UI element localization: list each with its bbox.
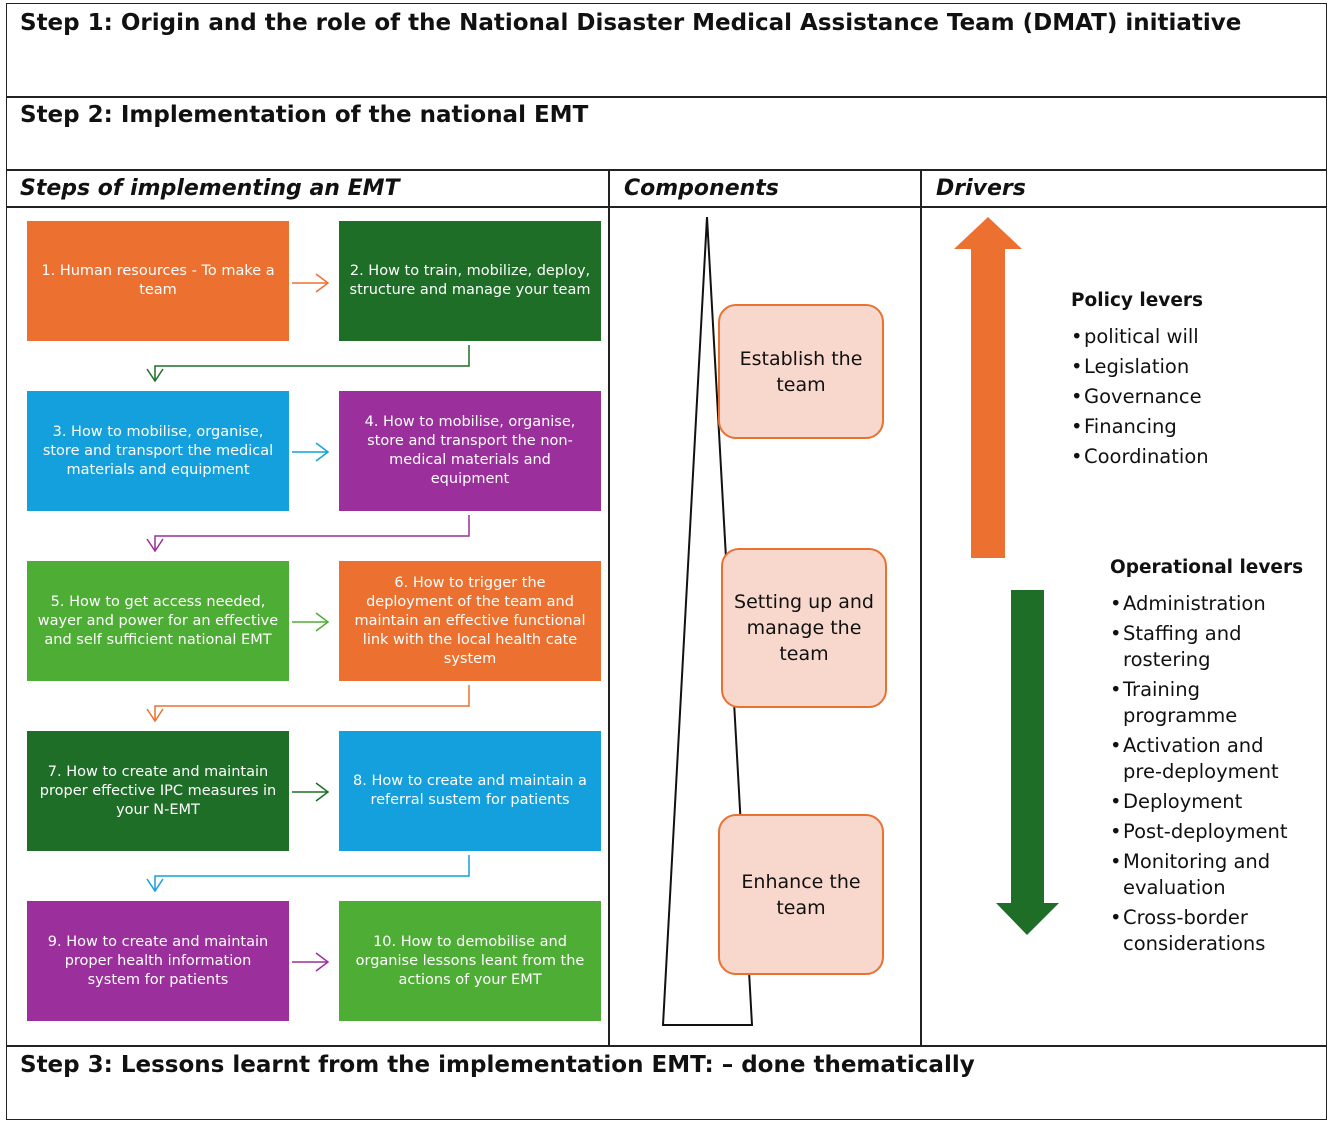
step-box-label: 5. How to get access needed, wayer and p… bbox=[37, 593, 279, 648]
step-box-label: 6. How to trigger the deployment of the … bbox=[354, 574, 586, 667]
policy-levers-title: Policy levers bbox=[1071, 290, 1204, 311]
operational-arrow-down bbox=[996, 590, 1059, 935]
step-box-3: 3. How to mobilise, organise, store and … bbox=[27, 391, 289, 511]
step-box-1: 1. Human resources - To make a team bbox=[27, 221, 289, 341]
divider-column-headers bbox=[6, 206, 1327, 208]
operational-levers-title: Operational levers bbox=[1110, 557, 1304, 578]
policy-arrow-up bbox=[954, 217, 1022, 558]
operational-lever-item: Cross-border considerations bbox=[1110, 905, 1305, 957]
step-box-7: 7. How to create and maintain proper eff… bbox=[27, 731, 289, 851]
divider-step3 bbox=[6, 1045, 1327, 1047]
column-header-components: Components bbox=[624, 176, 779, 201]
component-establish: Establish the team bbox=[718, 304, 884, 439]
step-box-label: 4. How to mobilise, organise, store and … bbox=[364, 414, 576, 487]
operational-levers-list: Administration Staffing and rostering Tr… bbox=[1110, 591, 1305, 961]
operational-lever-item: Staffing and rostering bbox=[1110, 621, 1305, 673]
step3-title: Step 3: Lessons learnt from the implemen… bbox=[20, 1052, 975, 1078]
step-box-5: 5. How to get access needed, wayer and p… bbox=[27, 561, 289, 681]
component-setup-manage: Setting up and manage the team bbox=[721, 548, 887, 708]
divider-col-drivers bbox=[920, 169, 922, 1046]
connector-8-to-9 bbox=[146, 855, 470, 893]
operational-lever-item: Training programme bbox=[1110, 677, 1305, 729]
step-box-6: 6. How to trigger the deployment of the … bbox=[339, 561, 601, 681]
step-box-2: 2. How to train, mobilize, deploy, struc… bbox=[339, 221, 601, 341]
divider-col-components bbox=[608, 169, 610, 1046]
step-box-9: 9. How to create and maintain proper hea… bbox=[27, 901, 289, 1021]
arrow-9-to-10 bbox=[292, 952, 330, 972]
policy-lever-item: Coordination bbox=[1071, 444, 1311, 470]
operational-lever-item: Deployment bbox=[1110, 789, 1305, 815]
step-box-label: 8. How to create and maintain a referral… bbox=[353, 773, 587, 808]
divider-step2 bbox=[6, 169, 1327, 171]
step-box-label: 3. How to mobilise, organise, store and … bbox=[42, 423, 274, 478]
arrow-3-to-4 bbox=[292, 442, 330, 462]
component-label: Enhance the team bbox=[741, 870, 861, 919]
operational-lever-item: Administration bbox=[1110, 591, 1305, 617]
step2-title: Step 2: Implementation of the national E… bbox=[20, 102, 589, 128]
policy-lever-item: Financing bbox=[1071, 414, 1311, 440]
operational-lever-item: Post-deployment bbox=[1110, 819, 1305, 845]
step-box-label: 10. How to demobilise and organise lesso… bbox=[355, 933, 585, 988]
component-label: Setting up and manage the team bbox=[734, 591, 874, 665]
policy-lever-item: political will bbox=[1071, 324, 1311, 350]
step-box-label: 9. How to create and maintain proper hea… bbox=[47, 933, 269, 988]
operational-lever-item: Activation and pre-deployment bbox=[1110, 733, 1305, 785]
policy-lever-item: Governance bbox=[1071, 384, 1311, 410]
policy-levers-list: political will Legislation Governance Fi… bbox=[1071, 324, 1311, 474]
step-box-8: 8. How to create and maintain a referral… bbox=[339, 731, 601, 851]
component-label: Establish the team bbox=[739, 347, 863, 396]
connector-4-to-5 bbox=[146, 515, 470, 553]
arrow-7-to-8 bbox=[292, 782, 330, 802]
step-box-label: 1. Human resources - To make a team bbox=[41, 263, 275, 298]
operational-lever-item: Monitoring and evaluation bbox=[1110, 849, 1305, 901]
step-box-10: 10. How to demobilise and organise lesso… bbox=[339, 901, 601, 1021]
column-header-drivers: Drivers bbox=[936, 176, 1026, 201]
step-box-label: 2. How to train, mobilize, deploy, struc… bbox=[349, 263, 591, 298]
diagram-frame bbox=[6, 3, 1327, 1120]
connector-6-to-7 bbox=[146, 685, 470, 723]
step1-title: Step 1: Origin and the role of the Natio… bbox=[20, 10, 1242, 36]
connector-2-to-3 bbox=[146, 345, 470, 383]
step-box-4: 4. How to mobilise, organise, store and … bbox=[339, 391, 601, 511]
divider-step1 bbox=[6, 96, 1327, 98]
arrow-1-to-2 bbox=[292, 273, 330, 293]
policy-lever-item: Legislation bbox=[1071, 354, 1311, 380]
component-enhance: Enhance the team bbox=[718, 814, 884, 975]
step-box-label: 7. How to create and maintain proper eff… bbox=[39, 763, 277, 818]
arrow-5-to-6 bbox=[292, 612, 330, 632]
column-header-steps: Steps of implementing an EMT bbox=[20, 176, 400, 201]
